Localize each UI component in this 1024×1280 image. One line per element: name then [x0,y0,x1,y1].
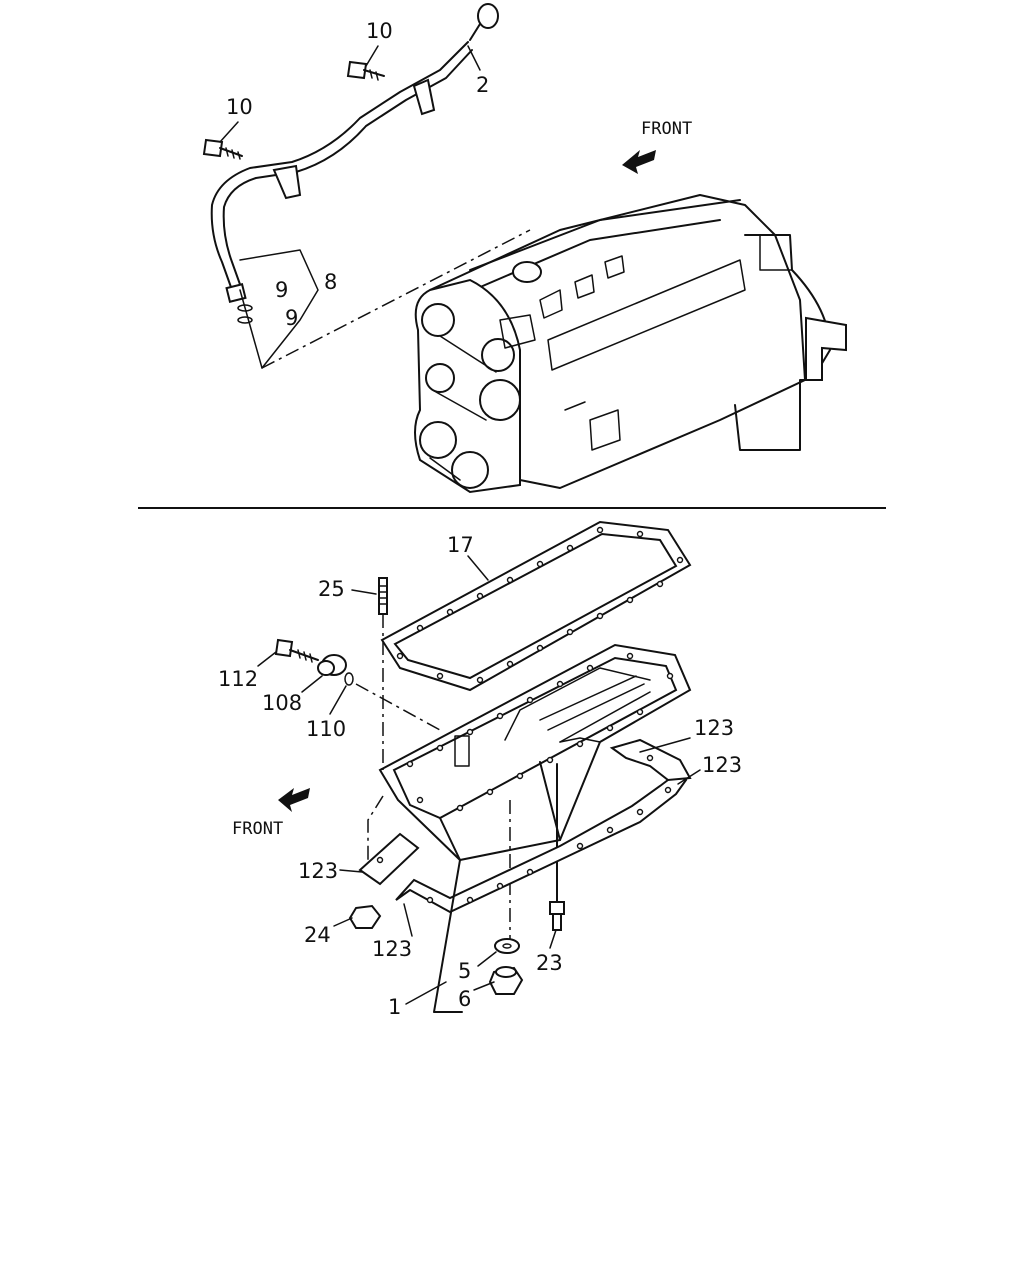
stud-icon [378,577,388,615]
part-label-108: 108 [262,691,302,715]
part-label-1: 1 [388,995,401,1019]
bolt-icon [202,138,243,160]
part-label-123: 123 [694,716,734,740]
lower-gasket [358,738,692,914]
nut-icon [348,904,382,929]
part-label-10: 10 [226,95,253,119]
part-label-6: 6 [458,987,471,1011]
part-label-5: 5 [458,959,471,983]
plug-icon [317,654,347,676]
oil-pan [378,643,692,862]
front-label-upper: FRONT [641,119,692,139]
part-label-2: 2 [476,73,489,97]
part-label-9: 9 [285,306,298,330]
part-label-123: 123 [298,859,338,883]
part-label-123: 123 [702,753,742,777]
part-label-9: 9 [275,278,288,302]
part-label-24: 24 [304,923,331,947]
oil-pan-gasket [380,520,692,692]
part-label-112: 112 [218,667,258,691]
bolt-icon [274,638,319,663]
front-label-lower: FRONT [232,819,283,839]
front-arrow-icon [622,150,656,174]
front-arrow-icon [278,788,310,812]
engine-block [414,194,847,494]
bolt-icon [346,60,385,81]
o-ring-icon [344,672,354,686]
dipstick-assembly [202,3,531,369]
part-label-23: 23 [536,951,563,975]
part-label-17: 17 [447,533,474,557]
part-label-8: 8 [324,270,337,294]
part-label-110: 110 [306,717,346,741]
bolt-icon [549,901,565,931]
part-label-123: 123 [372,937,412,961]
part-label-25: 25 [318,577,345,601]
part-label-10: 10 [366,19,393,43]
drain-plug-icon [488,966,524,995]
